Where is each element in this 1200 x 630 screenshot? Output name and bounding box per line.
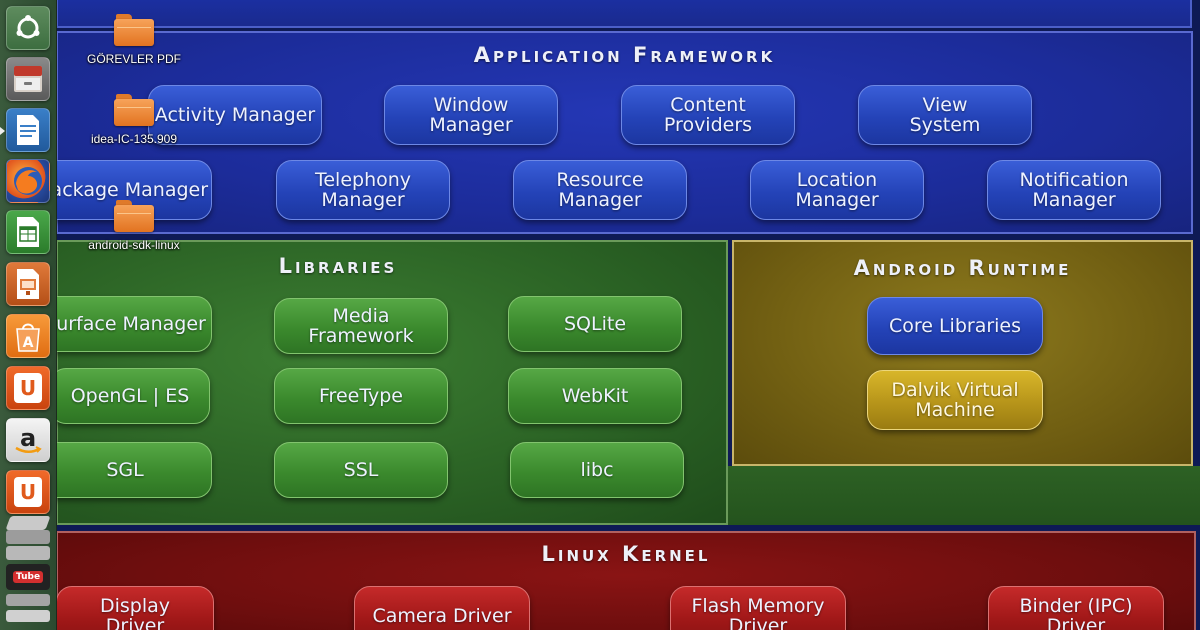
launcher-item-software-center[interactable]: A xyxy=(6,314,50,358)
desktop-folder-android-sdk-linux[interactable]: android-sdk-linux xyxy=(79,200,189,252)
launcher-item-writer[interactable] xyxy=(6,108,50,152)
firefox-icon xyxy=(14,167,42,195)
ubuntu-one-glyph: U xyxy=(19,480,37,504)
location-manager-box: Location Manager xyxy=(750,160,924,220)
youtube-glyph: Tube xyxy=(12,571,44,583)
freetype-box: FreeType xyxy=(274,368,448,424)
presentation-icon xyxy=(17,269,39,299)
desktop-icon-label: android-sdk-linux xyxy=(88,238,180,252)
ubuntu-one-icon: U xyxy=(14,477,42,507)
ubuntu-one-glyph: U xyxy=(19,376,37,400)
linux-kernel-title: Linux Kernel xyxy=(541,542,711,566)
notification-manager-box: Notification Manager xyxy=(987,160,1161,220)
opengl-es-box: OpenGL | ES xyxy=(56,368,210,424)
file-cabinet-icon xyxy=(14,66,42,92)
flash-memory-driver-box: Flash Memory Driver xyxy=(670,586,846,630)
desktop-icon-label: idea-IC-135.909 xyxy=(90,132,178,146)
launcher-item-files[interactable] xyxy=(6,57,50,101)
running-indicator-icon xyxy=(0,127,5,135)
libraries-panel-extension xyxy=(728,466,1200,525)
package-manager-box: Package Manager xyxy=(56,160,212,220)
launcher-item-stack[interactable]: Tube xyxy=(4,516,52,630)
amazon-icon: a xyxy=(13,424,43,456)
libraries-title: Libraries xyxy=(278,254,398,278)
webkit-box: WebKit xyxy=(508,368,682,424)
display-driver-box: Display Driver xyxy=(56,586,214,630)
ubuntu-one-icon: U xyxy=(14,373,42,403)
launcher-item-firefox[interactable] xyxy=(6,159,50,203)
applications-band xyxy=(56,0,1192,28)
stack-layer xyxy=(6,610,50,622)
ssl-box: SSL xyxy=(274,442,448,498)
window-manager-box: Window Manager xyxy=(384,85,558,145)
desktop-folder-gorevler-pdf[interactable]: GÖREVLER PDF xyxy=(79,14,189,66)
unity-launcher: A U a U Tube xyxy=(0,0,57,630)
folder-icon xyxy=(114,14,154,46)
launcher-item-impress[interactable] xyxy=(6,262,50,306)
activity-manager-box: Activity Manager xyxy=(148,85,322,145)
launcher-item-ubuntu-one[interactable]: U xyxy=(6,366,50,410)
resource-manager-box: Resource Manager xyxy=(513,160,687,220)
sgl-box: SGL xyxy=(56,442,212,498)
sqlite-box: SQLite xyxy=(508,296,682,352)
desktop-icon-label: GÖREVLER PDF xyxy=(86,52,182,66)
launcher-item-dash[interactable] xyxy=(6,6,50,50)
telephony-manager-box: Telephony Manager xyxy=(276,160,450,220)
document-icon xyxy=(17,115,39,145)
libc-box: libc xyxy=(510,442,684,498)
amazon-smile xyxy=(15,446,42,453)
launcher-item-amazon[interactable]: a xyxy=(6,418,50,462)
folder-icon xyxy=(114,94,154,126)
application-framework-panel: Application Framework Activity Manager W… xyxy=(56,31,1193,234)
view-system-box: View System xyxy=(858,85,1032,145)
stack-icon xyxy=(5,516,51,530)
binder-ipc-driver-box: Binder (IPC) Driver xyxy=(988,586,1164,630)
android-runtime-panel: Android Runtime Core Libraries Dalvik Vi… xyxy=(732,240,1193,466)
surface-manager-box: Surface Manager xyxy=(56,296,212,352)
stack-layer xyxy=(6,530,50,544)
desktop-folder-idea-ic[interactable]: idea-IC-135.909 xyxy=(79,94,189,146)
core-libraries-box: Core Libraries xyxy=(867,297,1043,355)
linux-kernel-panel: Linux Kernel Display Driver Camera Drive… xyxy=(56,531,1196,630)
application-framework-title: Application Framework xyxy=(473,43,776,67)
launcher-item-calc[interactable] xyxy=(6,210,50,254)
stack-layer xyxy=(6,546,50,560)
launcher-item-ubuntu-one-music[interactable]: U xyxy=(6,470,50,514)
svg-text:A: A xyxy=(23,335,34,351)
content-providers-box: Content Providers xyxy=(621,85,795,145)
dalvik-virtual-machine-box: Dalvik Virtual Machine xyxy=(867,370,1043,430)
shopping-bag-icon: A xyxy=(16,323,40,352)
youtube-icon: Tube xyxy=(6,564,50,590)
stack-layer xyxy=(6,594,50,606)
desktop-wallpaper: Application Framework Activity Manager W… xyxy=(56,0,1200,630)
android-runtime-title: Android Runtime xyxy=(853,256,1072,280)
amazon-glyph: a xyxy=(20,424,37,452)
folder-icon xyxy=(114,200,154,232)
camera-driver-box: Camera Driver xyxy=(354,586,530,630)
libraries-panel: Libraries Surface Manager Media Framewor… xyxy=(56,240,728,525)
media-framework-box: Media Framework xyxy=(274,298,448,354)
spreadsheet-icon xyxy=(17,217,39,247)
ubuntu-logo-icon xyxy=(16,15,40,39)
